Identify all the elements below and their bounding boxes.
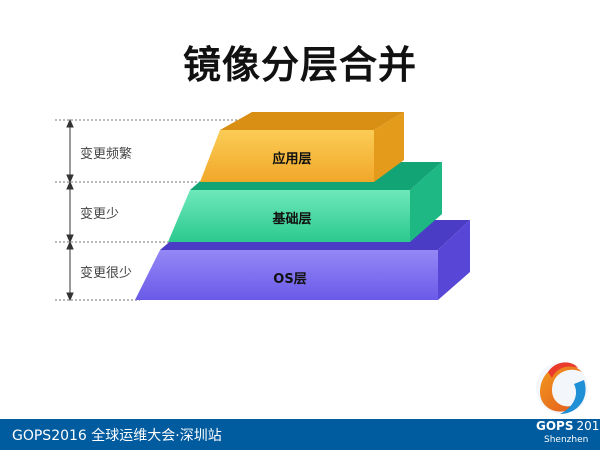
layer-label-base: 基础层 bbox=[271, 211, 311, 227]
logo-city-text: Shenzhen bbox=[544, 435, 589, 445]
gops-logo-icon bbox=[536, 362, 588, 414]
layer-os-side bbox=[438, 220, 470, 300]
layer-app-top bbox=[220, 112, 404, 130]
arrow-up-icon bbox=[66, 240, 74, 250]
footer-event-text: GOPS2016 全球运维大会·深圳站 bbox=[12, 428, 222, 444]
layer-base-side bbox=[410, 162, 442, 242]
pyramid-layer-app bbox=[200, 112, 404, 182]
arrow-down-icon bbox=[66, 234, 74, 244]
layer-app-side bbox=[374, 112, 404, 182]
logo-brand-name: GOPS bbox=[536, 419, 574, 433]
layer-label-app: 应用层 bbox=[272, 151, 311, 167]
bracket-guides bbox=[55, 119, 245, 301]
layer-app-front bbox=[200, 130, 374, 182]
side-label-rare: 变更很少 bbox=[80, 266, 133, 281]
side-label-frequent: 变更频繁 bbox=[80, 147, 133, 162]
arrow-down-icon bbox=[66, 292, 74, 302]
side-label-less: 变更少 bbox=[80, 207, 120, 222]
arrow-up-icon bbox=[66, 118, 74, 128]
arrow-up-icon bbox=[66, 180, 74, 190]
bracket-arrows bbox=[66, 118, 74, 302]
layer-label-os: OS层 bbox=[273, 272, 306, 287]
logo-brand-text: GOPS2016 bbox=[536, 419, 600, 433]
layer-os-front bbox=[135, 250, 438, 300]
footer-bar bbox=[0, 419, 600, 450]
layer-base-front bbox=[168, 190, 410, 242]
slide-title: 镜像分层合并 bbox=[182, 43, 417, 87]
logo-year: 2016 bbox=[576, 419, 600, 433]
arrow-down-icon bbox=[66, 174, 74, 184]
